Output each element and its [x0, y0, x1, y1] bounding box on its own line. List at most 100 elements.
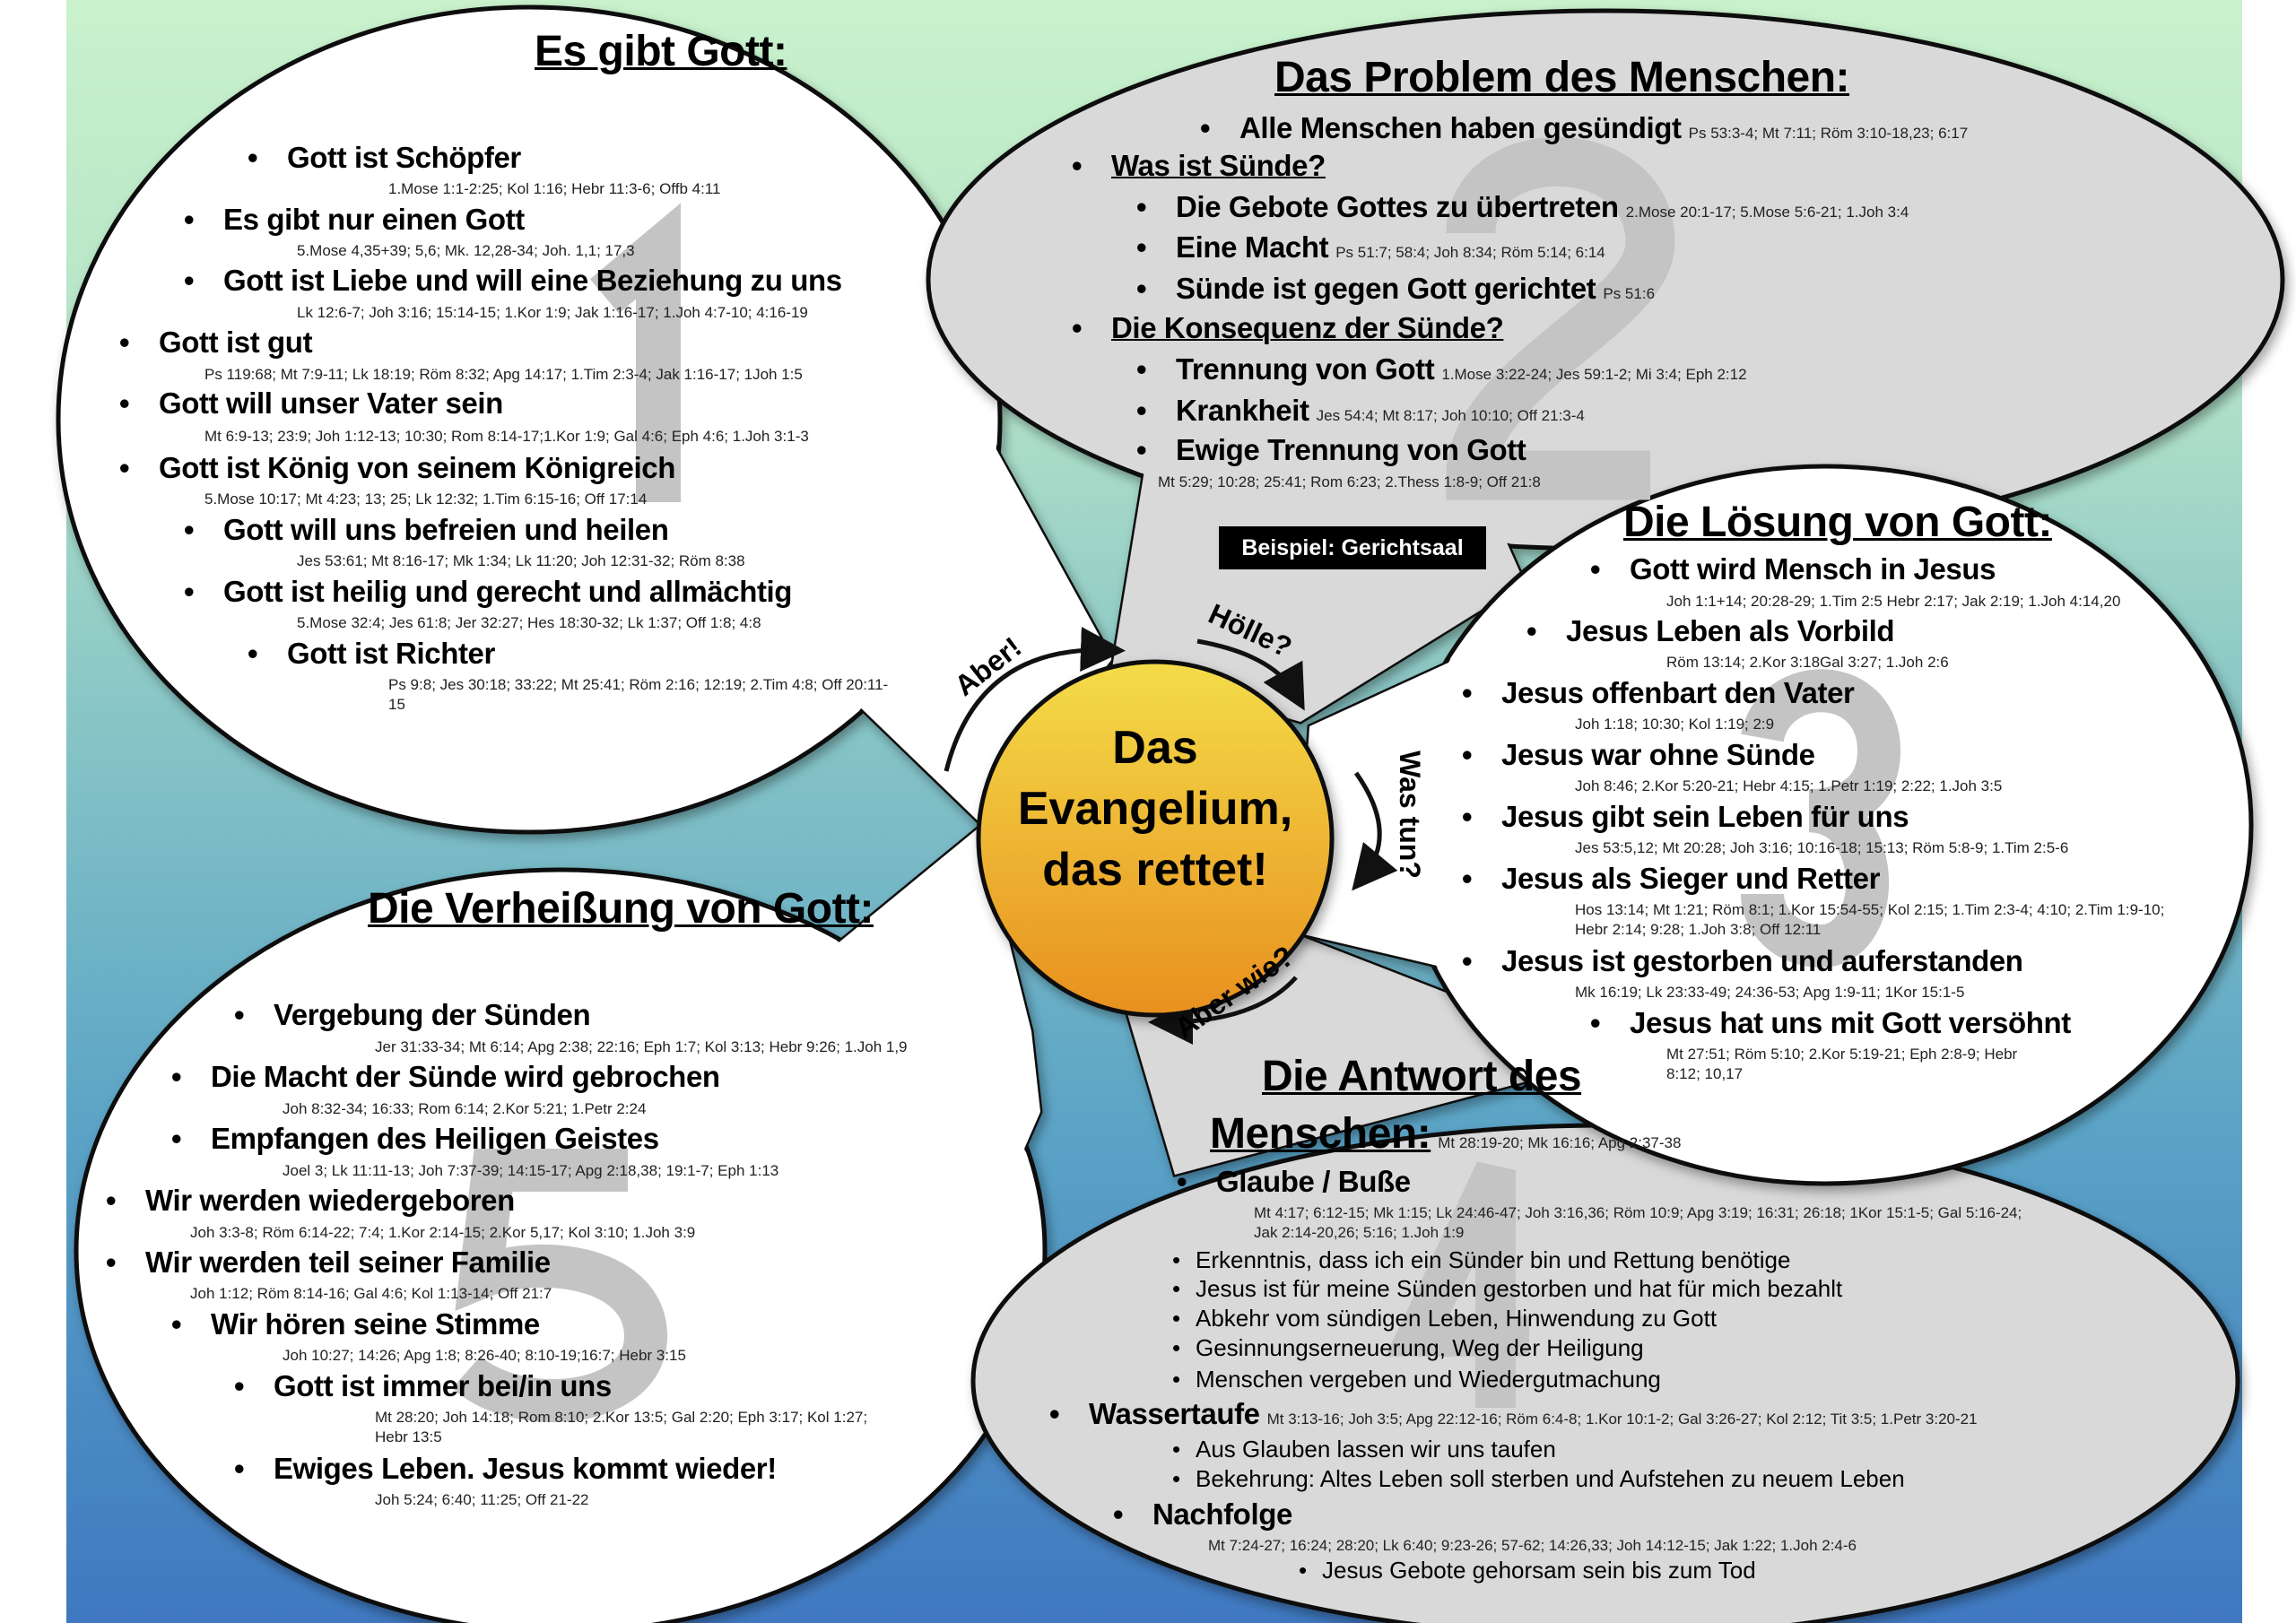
- center-title: Das Evangelium, das rettet!: [978, 717, 1332, 900]
- bible-ref: Mt 27:51; Röm 5:10; 2.Kor 5:19-21; Eph 2…: [1666, 1046, 2018, 1082]
- bible-ref: Hos 13:14; Mt 1:21; Röm 8:1; 1.Kor 15:54…: [1575, 901, 2165, 938]
- sub-point: Bekehrung: Altes Leben soll sterben und …: [1172, 1465, 1905, 1492]
- subheading-was-ist-suende: Was ist Sünde?: [1072, 149, 1326, 183]
- bible-ref: Ps 119:68; Mt 7:9-11; Lk 18:19; Röm 8:32…: [204, 366, 803, 383]
- list-item: Krankheit Jes 54:4; Mt 8:17; Joh 10:10; O…: [1136, 394, 1585, 433]
- bible-ref: Ps 51:7; 58:4; Joh 8:34; Röm 5:14; 6:14: [1335, 244, 1605, 261]
- bible-ref: Joh 8:32-34; 16:33; Rom 6:14; 2.Kor 5:21…: [283, 1100, 647, 1117]
- item-text: Krankheit: [1176, 394, 1309, 427]
- bible-ref: Jes 53:5,12; Mt 20:28; Joh 3:16; 10:16-1…: [1575, 839, 2069, 856]
- bubble-4-title-line2: Menschen: Mt 28:19-20; Mk 16:16; Apg 2:37…: [1210, 1110, 1681, 1159]
- list-item: Jesus Leben als Vorbild: [1526, 614, 1895, 648]
- list-item: Gott ist immer bei/in uns: [234, 1369, 612, 1403]
- bible-ref: Mt 4:17; 6:12-15; Mk 1:15; Lk 24:46-47; …: [1254, 1204, 2022, 1241]
- bible-ref: 1.Mose 1:1-2:25; Kol 1:16; Hebr 11:3-6; …: [388, 180, 721, 197]
- center-line: das rettet!: [1042, 844, 1268, 896]
- list-item-wassertaufe: Wassertaufe Mt 3:13-16; Joh 3:5; Apg 22:1…: [1049, 1397, 1978, 1436]
- bible-ref: 5.Mose 10:17; Mt 4:23; 13; 25; Lk 12:32;…: [204, 490, 648, 508]
- bible-ref: 5.Mose 32:4; Jes 61:8; Jer 32:27; Hes 18…: [297, 614, 761, 631]
- list-item-glaube: Glaube / Buße: [1177, 1165, 1411, 1199]
- list-item: Empfangen des Heiligen Geistes: [171, 1122, 659, 1156]
- bible-ref: Jes 54:4; Mt 8:17; Joh 10:10; Off 21:3-4: [1316, 407, 1585, 424]
- list-item: Wir werden wiedergeboren: [106, 1184, 515, 1218]
- list-item: Wir hören seine Stimme: [171, 1307, 540, 1341]
- bible-ref: Ps 9:8; Jes 30:18; 33:22; Mt 25:41; Röm …: [388, 676, 889, 713]
- list-item-nachfolge: Nachfolge: [1113, 1497, 1292, 1532]
- bible-ref: Joh 3:3-8; Röm 6:14-22; 7:4; 1.Kor 2:14-…: [190, 1224, 696, 1241]
- arrow-aber: [944, 626, 1126, 772]
- arrow-label-was-tun: Was tun?: [1393, 751, 1426, 879]
- sub-point: Jesus Gebote gehorsam sein bis zum Tod: [1299, 1557, 1756, 1584]
- item-text: Eine Macht: [1176, 230, 1329, 264]
- bible-ref: Jes 53:61; Mt 8:16-17; Mk 1:34; Lk 11:20…: [297, 552, 745, 569]
- arrow-aber-wie: [1148, 976, 1298, 1045]
- bible-ref: Joh 1:1+14; 20:28-29; 1.Tim 2:5 Hebr 2:1…: [1666, 593, 2121, 610]
- subheading-konsequenz: Die Konsequenz der Sünde?: [1072, 311, 1504, 345]
- list-item: Wir werden teil seiner Familie: [106, 1245, 551, 1280]
- bible-ref: Joh 8:46; 2.Kor 5:20-21; Hebr 4:15; 1.Pe…: [1575, 777, 2003, 794]
- list-item: Gott will unser Vater sein: [119, 386, 503, 421]
- item-text: Sünde ist gegen Gott gerichtet: [1176, 272, 1596, 305]
- center-circle: [976, 659, 1335, 1018]
- list-item: Jesus als Sieger und Retter: [1462, 862, 1880, 896]
- bubble-3-title: Die Lösung von Gott:: [1623, 499, 2052, 546]
- bible-ref: 1.Mose 3:22-24; Jes 59:1-2; Mi 3:4; Eph …: [1441, 366, 1747, 383]
- list-item: Gott ist gut: [119, 325, 313, 360]
- arrow-was-tun: [1352, 771, 1398, 891]
- item-text: Wassertaufe: [1089, 1397, 1260, 1430]
- bubble-2-title: Das Problem des Menschen:: [1274, 54, 1850, 101]
- bible-ref: Röm 13:14; 2.Kor 3:18Gal 3:27; 1.Joh 2:6: [1666, 654, 1949, 671]
- center-line: Das: [1112, 722, 1198, 774]
- list-item: Eine Macht Ps 51:7; 58:4; Joh 8:34; Röm 5…: [1136, 230, 1605, 270]
- list-item: Die Macht der Sünde wird gebrochen: [171, 1060, 720, 1094]
- item-text: Trennung von Gott: [1176, 352, 1435, 386]
- arrow-hoelle: [1196, 638, 1305, 711]
- list-item: Gott ist heilig und gerecht und allmächt…: [184, 575, 792, 609]
- bible-ref: Mt 7:24-27; 16:24; 28:20; Lk 6:40; 9:23-…: [1208, 1537, 1857, 1554]
- bible-ref: Mt 5:29; 10:28; 25:41; Rom 6:23; 2.Thess…: [1158, 473, 1541, 490]
- bible-ref: Mt 28:20; Joh 14:18; Rom 8:10; 2.Kor 13:…: [375, 1409, 868, 1445]
- bible-ref: Jer 31:33-34; Mt 6:14; Apg 2:38; 22:16; …: [375, 1038, 908, 1055]
- bible-ref: Joh 5:24; 6:40; 11:25; Off 21-22: [375, 1491, 589, 1508]
- arrows: [944, 626, 1398, 1045]
- list-item: Gott will uns befreien und heilen: [184, 513, 669, 547]
- sub-point: Abkehr vom sündigen Leben, Hinwendung zu…: [1172, 1305, 1717, 1332]
- sub-point: Menschen vergeben und Wiedergutmachung: [1172, 1366, 1661, 1393]
- bible-ref: Mk 16:19; Lk 23:33-49; 24:36-53; Apg 1:9…: [1575, 984, 1965, 1001]
- bible-ref: Joh 1:12; Röm 8:14-16; Gal 4:6; Kol 1:13…: [190, 1285, 552, 1302]
- bible-ref: 5.Mose 4,35+39; 5,6; Mk. 12,28-34; Joh. …: [297, 242, 635, 259]
- title-text: Menschen:: [1210, 1110, 1431, 1158]
- bible-ref: Mt 3:13-16; Joh 3:5; Apg 22:12-16; Röm 6…: [1266, 1410, 1978, 1428]
- bible-ref: Joh 10:27; 14:26; Apg 1:8; 8:26-40; 8:10…: [283, 1347, 686, 1364]
- list-item: Jesus gibt sein Leben für uns: [1462, 800, 1909, 834]
- sub-point: Gesinnungserneuerung, Weg der Heiligung: [1172, 1334, 1644, 1361]
- bible-ref: Mt 28:19-20; Mk 16:16; Apg 2:37-38: [1438, 1134, 1682, 1151]
- example-label: Beispiel: Gerichtsaal: [1219, 526, 1486, 569]
- list-item: Jesus offenbart den Vater: [1462, 676, 1855, 710]
- bible-ref: Joh 1:18; 10:30; Kol 1:19; 2:9: [1575, 716, 1775, 733]
- list-item: Jesus war ohne Sünde: [1462, 738, 1815, 772]
- bible-ref: Joel 3; Lk 11:11-13; Joh 7:37-39; 14:15-…: [283, 1162, 779, 1179]
- list-item: Jesus hat uns mit Gott versöhnt: [1590, 1006, 2071, 1040]
- list-item: Vergebung der Sünden: [234, 998, 591, 1032]
- list-item: Jesus ist gestorben und auferstanden: [1462, 944, 2023, 978]
- bible-ref: 2.Mose 20:1-17; 5.Mose 5:6-21; 1.Joh 3:4: [1625, 204, 1909, 221]
- list-item: Gott ist König von seinem Königreich: [119, 451, 675, 485]
- list-item: Gott ist Richter: [248, 637, 495, 671]
- list-item: Gott ist Schöpfer: [248, 141, 521, 175]
- sub-point: Jesus ist für meine Sünden gestorben und…: [1172, 1275, 1842, 1302]
- list-item: Ewiges Leben. Jesus kommt wieder!: [234, 1452, 777, 1486]
- bible-ref: Lk 12:6-7; Joh 3:16; 15:14-15; 1.Kor 1:9…: [297, 304, 808, 321]
- item-text: Alle Menschen haben gesündigt: [1239, 111, 1682, 144]
- bubble-1-title: Es gibt Gott:: [535, 28, 787, 75]
- list-item: Es gibt nur einen Gott: [184, 203, 525, 237]
- center-line: Evangelium,: [1017, 783, 1293, 835]
- bubble-4-title-line1: Die Antwort des: [1262, 1053, 1582, 1100]
- sub-point: Erkenntnis, dass ich ein Sünder bin und …: [1172, 1246, 1790, 1273]
- bible-ref: Ps 53:3-4; Mt 7:11; Röm 3:10-18,23; 6:17: [1688, 125, 1969, 142]
- bubble-5-title: Die Verheißung von Gott:: [368, 885, 874, 933]
- list-item: Alle Menschen haben gesündigt Ps 53:3-4; …: [1200, 111, 1969, 151]
- item-text: Die Gebote Gottes zu übertreten: [1176, 190, 1619, 223]
- list-item: Trennung von Gott 1.Mose 3:22-24; Jes 59:…: [1136, 352, 1747, 392]
- bible-ref: Mt 6:9-13; 23:9; Joh 1:12-13; 10:30; Rom…: [204, 428, 809, 445]
